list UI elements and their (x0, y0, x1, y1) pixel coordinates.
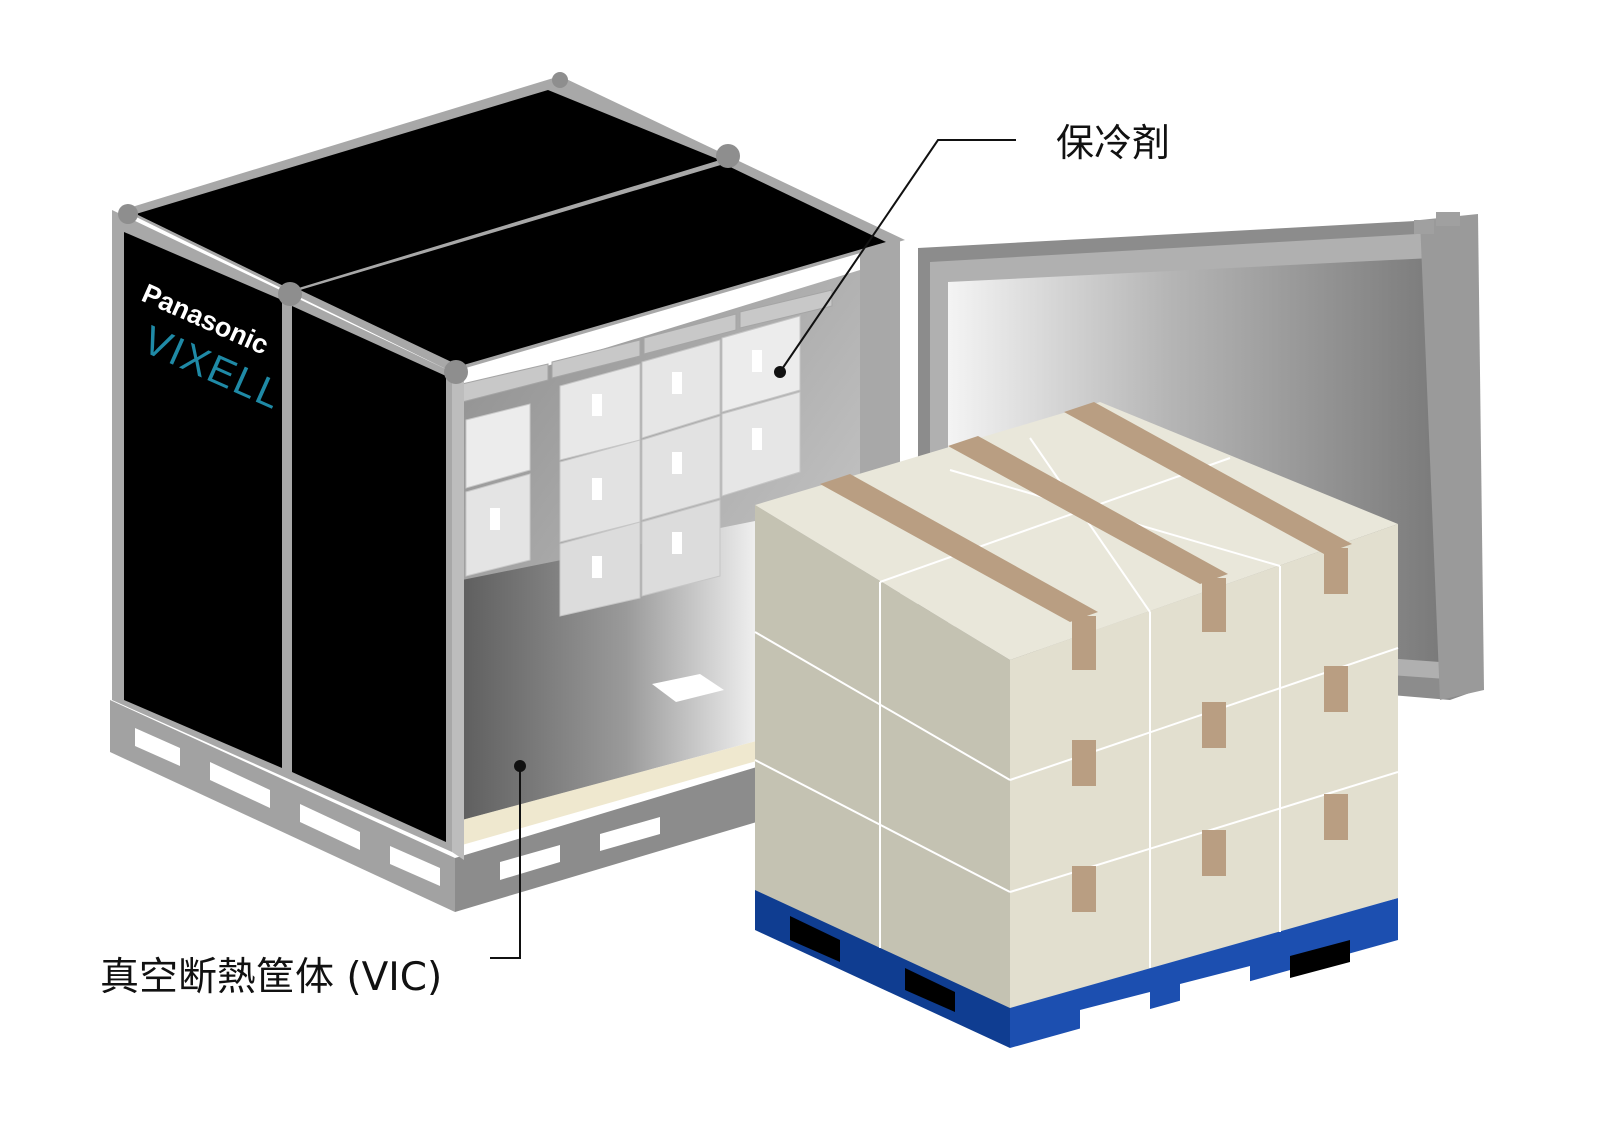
label-vic: 真空断熱筐体 (VIC) (100, 958, 442, 997)
coolant-pack (466, 474, 530, 576)
cargo-stack (755, 402, 1398, 1008)
label-coolant: 保冷剤 (1056, 124, 1170, 162)
